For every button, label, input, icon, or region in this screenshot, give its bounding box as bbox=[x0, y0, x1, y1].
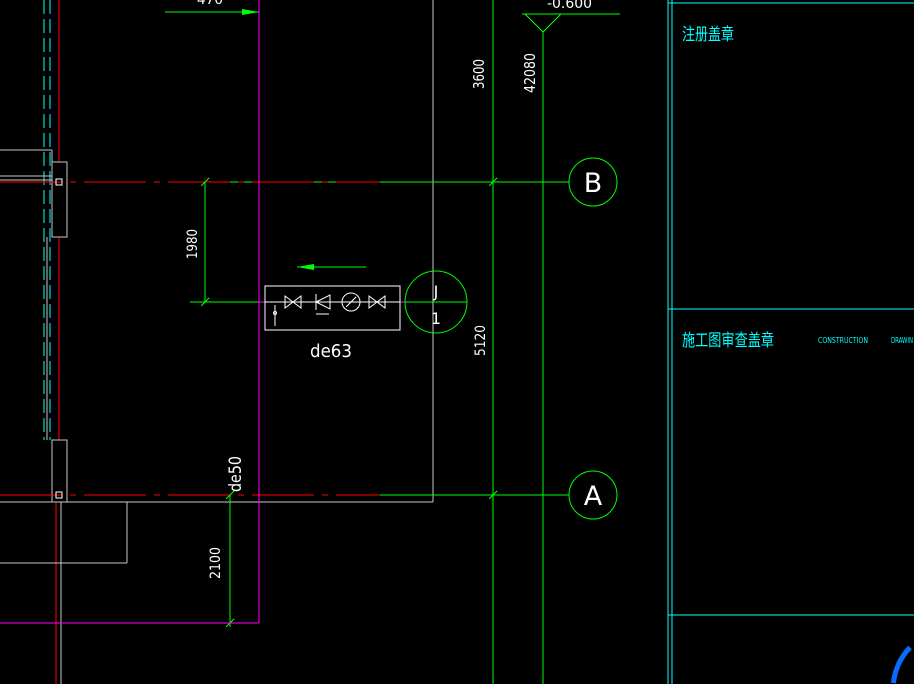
top-dimension-text: 470 bbox=[197, 0, 223, 8]
dimension-tick bbox=[488, 490, 498, 500]
main-pipe-size: de63 bbox=[310, 341, 352, 362]
corner-circle-arc bbox=[890, 645, 912, 684]
valve-assembly: de63 bbox=[264, 285, 401, 362]
dimension-tick bbox=[488, 177, 498, 187]
drain-symbol-dot bbox=[273, 311, 277, 315]
axis-lines bbox=[0, 178, 380, 499]
drawing-label: DRAWIN bbox=[891, 336, 913, 345]
dimension-tick bbox=[225, 490, 235, 500]
dimension-texts: 3600 42080 1980 5120 de50 2100 bbox=[185, 53, 539, 579]
axis-bubble-a bbox=[568, 470, 618, 520]
review-stamp-label: 施工图审查盖章 bbox=[682, 331, 774, 351]
meter-well-code: J bbox=[433, 282, 439, 301]
elevation-value: -0.600 bbox=[547, 0, 592, 12]
gate-valve-icon bbox=[368, 295, 386, 309]
elevation-marker: -0.600 bbox=[522, 0, 620, 33]
dimension-text-1980: 1980 bbox=[185, 229, 201, 259]
branch-pipe-size: de50 bbox=[226, 456, 246, 492]
registration-stamp-label: 注册盖章 bbox=[682, 25, 734, 45]
gate-valve-icon bbox=[284, 295, 302, 309]
check-valve-icon bbox=[314, 294, 331, 310]
dimension-tick bbox=[200, 177, 210, 187]
building-outline bbox=[0, 0, 434, 564]
axis-label-b: B bbox=[584, 168, 603, 199]
dimension-text-5120: 5120 bbox=[473, 325, 489, 356]
title-block: 注册盖章 施工图审查盖章 CONSTRUCTION DRAWIN bbox=[667, 0, 914, 684]
meter-well-tag: J 1 bbox=[404, 270, 468, 334]
water-meter-needle bbox=[345, 296, 357, 308]
construction-label: CONSTRUCTION bbox=[818, 336, 868, 345]
column-outline bbox=[51, 161, 68, 238]
dimension-text-3600: 3600 bbox=[470, 59, 488, 89]
dimension-text-42080: 42080 bbox=[521, 53, 539, 93]
water-meter-icon bbox=[341, 292, 361, 312]
elevation-triangle bbox=[524, 13, 562, 33]
axis-bubbles: B A bbox=[568, 157, 618, 520]
meter-well-number: 1 bbox=[431, 309, 441, 328]
dimension-text-2100: 2100 bbox=[208, 547, 224, 579]
flow-arrows: 470 bbox=[165, 0, 366, 270]
axis-marker bbox=[55, 178, 63, 186]
axis-label-a: A bbox=[584, 481, 603, 512]
dimension-tick bbox=[200, 297, 210, 307]
valve-assembly-box bbox=[264, 285, 401, 331]
flow-arrow-head bbox=[242, 9, 259, 15]
flow-arrow-head bbox=[297, 264, 314, 270]
axis-marker bbox=[55, 491, 63, 499]
dimensions bbox=[190, 0, 544, 684]
axis-bubble-b bbox=[568, 157, 618, 207]
left-wall-structure bbox=[0, 0, 68, 684]
